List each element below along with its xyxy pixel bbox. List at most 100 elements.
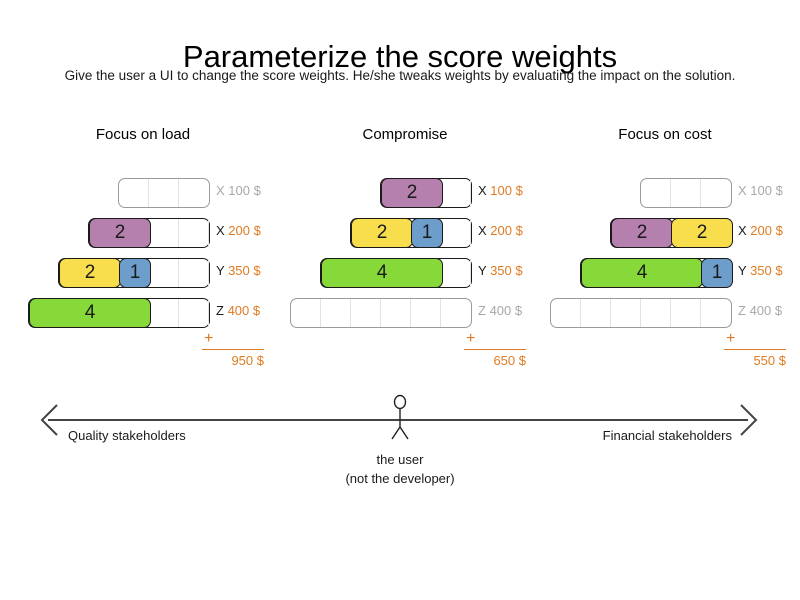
weight-track-cell[interactable] <box>641 179 671 207</box>
weight-track-cell[interactable] <box>551 299 581 327</box>
total-divider <box>464 349 526 350</box>
plus-sign: + <box>726 330 736 347</box>
weight-track-cell[interactable] <box>441 179 471 207</box>
weight-track-cell[interactable] <box>411 299 441 327</box>
weight-track-cell[interactable] <box>149 179 179 207</box>
scenario-total: +650 $ <box>274 331 536 376</box>
row-price: 350 $ <box>750 262 783 278</box>
weight-bar-track[interactable] <box>290 298 472 328</box>
weight-segment[interactable]: 2 <box>671 218 733 248</box>
row-cost-label: Y 350 $ <box>210 263 274 278</box>
weight-bar-track[interactable]: 4 <box>28 298 210 328</box>
weight-track-cell[interactable] <box>671 179 701 207</box>
weight-row: 4 Z 400 $ <box>12 290 274 330</box>
scenario-title: Focus on cost <box>618 126 712 143</box>
weight-bar-track[interactable] <box>640 178 732 208</box>
row-cost-label: Y 350 $ <box>732 263 796 278</box>
weight-segment[interactable]: 4 <box>321 258 443 288</box>
weight-track-cell[interactable] <box>149 299 179 327</box>
total-divider <box>202 349 264 350</box>
row-cost-label: X 100 $ <box>472 183 536 198</box>
weight-segment[interactable]: 2 <box>351 218 413 248</box>
weight-segment-value: 1 <box>129 262 141 283</box>
weight-track-cell[interactable] <box>179 179 209 207</box>
row-cost-label: Z 400 $ <box>732 303 796 318</box>
weight-segment[interactable]: 4 <box>29 298 151 328</box>
weight-segment[interactable]: 2 <box>89 218 151 248</box>
weight-track-cell[interactable] <box>149 219 179 247</box>
scenario-total-value: 950 $ <box>231 353 264 368</box>
weight-track-cell[interactable] <box>641 299 671 327</box>
row-price: 200 $ <box>750 222 783 238</box>
row-letter: X <box>216 222 225 238</box>
weight-row: Z 400 $ <box>534 290 796 330</box>
weight-track-cell[interactable] <box>701 299 731 327</box>
weight-segment[interactable]: 1 <box>119 258 151 288</box>
weight-track-cell[interactable] <box>611 299 641 327</box>
weight-bar-track[interactable]: 4 <box>320 258 472 288</box>
scenario-total: +950 $ <box>12 330 274 376</box>
weight-bar-track[interactable]: 2 <box>380 178 472 208</box>
user-caption-line1: the user <box>376 452 424 467</box>
weight-bar-area <box>534 290 732 330</box>
weight-track-cell[interactable] <box>381 299 411 327</box>
row-letter: Y <box>216 262 225 278</box>
weight-bar-track[interactable] <box>118 178 210 208</box>
weight-track-cell[interactable] <box>179 299 209 327</box>
weight-track-cell[interactable] <box>291 299 321 327</box>
spectrum-axis-line <box>48 419 748 421</box>
weight-bar-track[interactable]: 2 <box>88 218 210 248</box>
row-cost-label: Y 350 $ <box>472 263 536 278</box>
weight-track-cell[interactable] <box>701 179 731 207</box>
weight-segment[interactable]: 1 <box>701 258 733 288</box>
weight-segment-value: 2 <box>376 222 388 243</box>
user-stick-figure-icon <box>382 394 418 442</box>
weight-track-cell[interactable] <box>441 259 471 287</box>
weight-segment[interactable]: 2 <box>59 258 121 288</box>
weight-track-cell[interactable] <box>179 259 209 287</box>
weight-bar-track[interactable] <box>550 298 732 328</box>
plus-sign: + <box>204 330 214 347</box>
weight-track-cell[interactable] <box>149 259 179 287</box>
weight-segment[interactable]: 2 <box>611 218 673 248</box>
row-price: 350 $ <box>228 262 261 278</box>
weight-row: Z 400 $ <box>274 290 536 330</box>
weight-track-cell[interactable] <box>441 219 471 247</box>
weight-track-cell[interactable] <box>179 219 209 247</box>
scenario-total: +550 $ <box>534 330 796 376</box>
weight-segment[interactable]: 2 <box>381 178 443 208</box>
scenario-total-inner: +650 $ <box>464 331 526 368</box>
weight-segment[interactable]: 1 <box>411 218 443 248</box>
row-letter: X <box>478 182 487 198</box>
weight-track-cell[interactable] <box>321 299 351 327</box>
weight-track-cell[interactable] <box>581 299 611 327</box>
row-cost-label: Z 400 $ <box>210 303 274 318</box>
row-price: 100 $ <box>228 182 261 198</box>
weight-track-cell[interactable] <box>119 179 149 207</box>
page-subtitle: Give the user a UI to change the score w… <box>64 68 736 83</box>
row-cost-label: X 100 $ <box>210 183 274 198</box>
arrow-right-icon <box>740 404 758 436</box>
weight-bar-area <box>12 170 210 210</box>
weight-segment[interactable]: 4 <box>581 258 703 288</box>
spectrum-right-label: Financial stakeholders <box>602 428 732 443</box>
row-letter: X <box>738 222 747 238</box>
scenario-total-inner: +550 $ <box>724 330 786 368</box>
weight-track-cell[interactable] <box>351 299 381 327</box>
weight-track-cell[interactable] <box>441 299 471 327</box>
weight-track-cell[interactable] <box>671 299 701 327</box>
